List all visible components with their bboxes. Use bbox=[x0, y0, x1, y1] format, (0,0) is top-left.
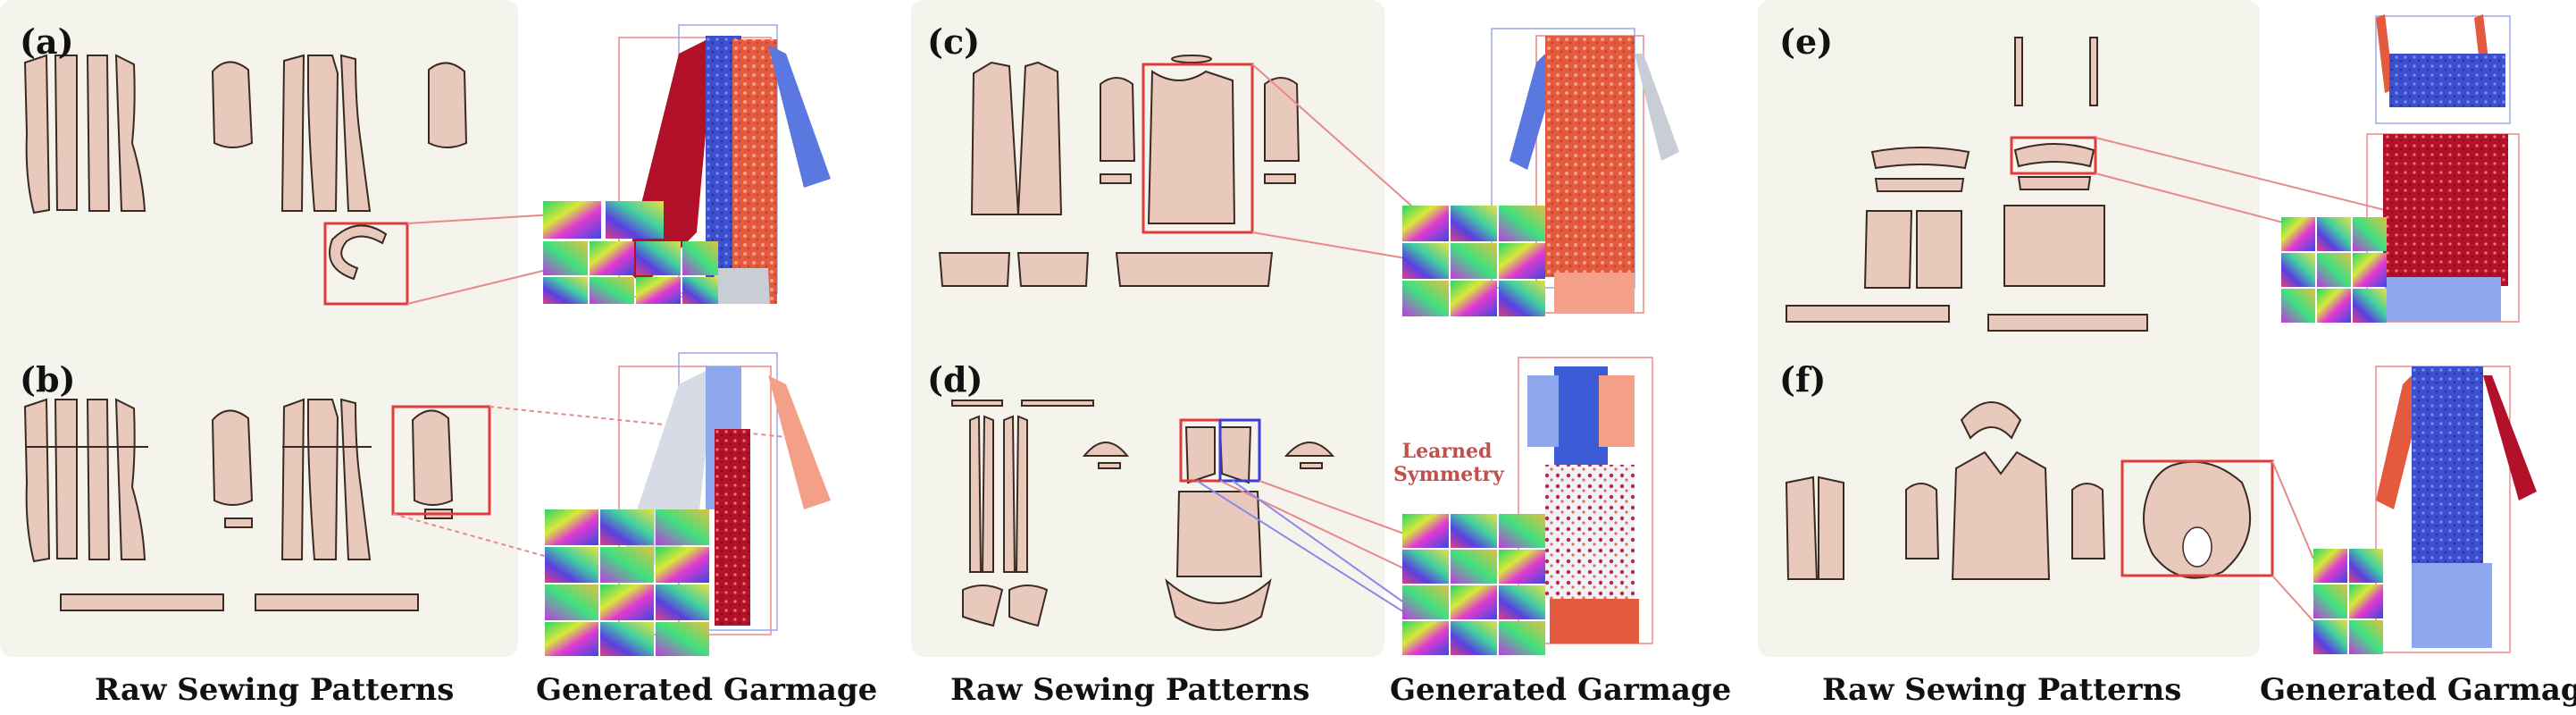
panel-label-c: (c) bbox=[927, 21, 981, 62]
panel-b-uv-grid bbox=[545, 509, 709, 656]
annotation-line-2: Symmetry bbox=[1393, 463, 1504, 486]
panel-c-patterns bbox=[938, 55, 1301, 287]
annotation-line-1: Learned bbox=[1401, 440, 1493, 463]
caption-generated-garmage-1: Generated Garmage bbox=[536, 672, 878, 708]
panel-f-patterns bbox=[1785, 401, 2252, 580]
panel-label-e: (e) bbox=[1779, 21, 1834, 62]
caption-raw-patterns-1: Raw Sewing Patterns bbox=[95, 672, 455, 708]
panel-e-highlight-box bbox=[2010, 136, 2097, 175]
panel-b-highlight-box bbox=[391, 405, 491, 516]
panel-a-connector-2 bbox=[406, 267, 555, 305]
panel-f-garment bbox=[2375, 366, 2537, 653]
panel-b-patterns bbox=[23, 398, 454, 611]
panel-e-patterns bbox=[1786, 37, 2148, 332]
caption-generated-garmage-3: Generated Garmage bbox=[2260, 672, 2576, 708]
learned-symmetry-annotation: Learned Symmetry bbox=[1393, 440, 1504, 486]
panel-label-a: (a) bbox=[20, 21, 74, 62]
panel-e-garment bbox=[2366, 14, 2520, 323]
panel-a-uv-grid bbox=[543, 201, 718, 304]
panel-d-patterns bbox=[951, 400, 1335, 631]
panel-a-highlight-box bbox=[323, 222, 409, 306]
panel-c-uv-grid bbox=[1402, 206, 1545, 316]
panel-d-garment bbox=[1518, 357, 1653, 644]
caption-raw-patterns-2: Raw Sewing Patterns bbox=[950, 672, 1310, 708]
panel-b-garment bbox=[618, 352, 831, 635]
panel-label-d: (d) bbox=[927, 359, 983, 400]
caption-raw-patterns-3: Raw Sewing Patterns bbox=[1822, 672, 2182, 708]
panel-e-uv-grid bbox=[2281, 217, 2387, 323]
panel-c-highlight-box bbox=[1142, 63, 1254, 234]
panel-a-patterns bbox=[23, 54, 468, 281]
panel-label-f: (f) bbox=[1779, 359, 1827, 400]
panel-c-garment bbox=[1491, 28, 1679, 314]
panel-label-b: (b) bbox=[20, 359, 76, 400]
panel-d-highlight-box-blue bbox=[1218, 418, 1261, 483]
caption-generated-garmage-2: Generated Garmage bbox=[1390, 672, 1732, 708]
panel-f-uv-grid bbox=[2313, 549, 2383, 654]
panel-a-connector-1 bbox=[406, 214, 555, 224]
panel-f-highlight-box bbox=[2120, 459, 2274, 577]
panel-d-uv-grid bbox=[1402, 514, 1545, 655]
